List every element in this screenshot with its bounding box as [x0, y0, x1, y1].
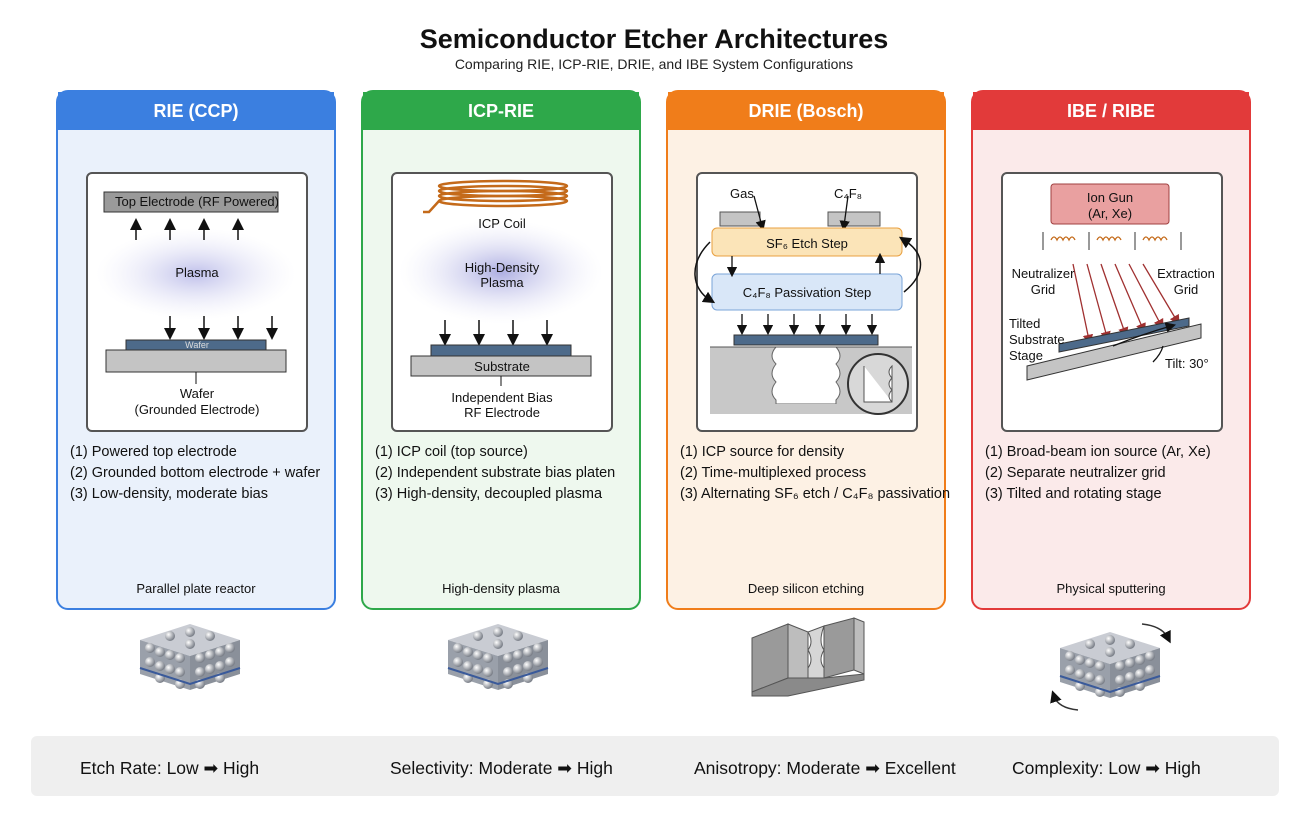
lattice-icon-rie: [130, 618, 250, 699]
coil-icon: [423, 179, 569, 214]
panel-icp-rie: ICP-RIE: [361, 90, 641, 610]
coil-label: ICP Coil: [478, 216, 526, 231]
c4f8-label: C₄F₈: [834, 186, 863, 201]
top-electrode-label: Top Electrode (RF Powered): [114, 194, 279, 209]
plasma-label: High-Density: [464, 260, 540, 275]
passivation-label: C₄F₈ Passivation Step: [742, 285, 872, 300]
metrics-bar: [31, 736, 1279, 796]
metric-anisotropy: Anisotropy: Moderate ➡ Excellent: [694, 758, 956, 778]
feature-item: (1) ICP coil (top source): [375, 444, 528, 460]
rotating-lattice-icon: [1050, 623, 1171, 711]
ibe-drawing: [1026, 183, 1202, 381]
plasma-label: Plasma: [175, 265, 219, 280]
panel-rie: RIE (CCP) Top Electrode (RF P: [56, 90, 336, 610]
panel-header: RIE (CCP): [58, 92, 334, 130]
ion-gun-label: Ion Gun: [1086, 190, 1134, 205]
rie-drawing: [96, 191, 296, 384]
deep-trench-icon: [751, 617, 865, 697]
plasma-label-2: Plasma: [480, 275, 524, 290]
feature-item: (1) Broad-beam ion source (Ar, Xe): [985, 444, 1211, 460]
feature-item: (3) Alternating SF₆ etch / C₄F₈ passivat…: [680, 486, 951, 502]
icp-diagram: ICP Coil High-Density Plasma Substrate I…: [391, 172, 613, 432]
ibe-features: (1) Broad-beam ion source (Ar, Xe) (2) S…: [985, 442, 1245, 505]
tilted-label: Tilted: [1009, 316, 1041, 331]
bias-label-2: RF Electrode: [464, 405, 540, 420]
ibe-diagram: Ion Gun (Ar, Xe) Neutralizer Grid Extrac…: [1001, 172, 1223, 432]
feature-item: (2) Time-multiplexed process: [680, 465, 867, 481]
neutralizer-label-2: Grid: [1030, 282, 1056, 297]
tilted-label-3: Stage: [1009, 348, 1043, 363]
feature-item: (3) Tilted and rotating stage: [985, 486, 1162, 502]
panel-ibe: IBE / RIBE: [971, 90, 1251, 610]
metric-selectivity: Selectivity: Moderate ➡ High: [390, 758, 613, 778]
lattice-cube-icon: [139, 624, 241, 690]
panel-footer: High-density plasma: [442, 581, 560, 596]
feature-item: (2) Grounded bottom electrode + wafer: [70, 465, 321, 481]
feature-item: (1) Powered top electrode: [70, 444, 237, 460]
substrate-label: Substrate: [474, 359, 530, 374]
panel-header: ICP-RIE: [363, 92, 639, 130]
gas-label: Gas: [730, 186, 754, 201]
feature-item: (2) Separate neutralizer grid: [985, 465, 1166, 481]
panel-drie: DRIE (Bosch): [666, 90, 951, 610]
panel-header: IBE / RIBE: [973, 92, 1249, 130]
extraction-label: Extraction: [1157, 266, 1215, 281]
panel-header: DRIE (Bosch): [668, 92, 944, 130]
rie-diagram: Top Electrode (RF Powered) Plasma Wafer …: [86, 172, 308, 432]
panel-footer: Parallel plate reactor: [136, 581, 256, 596]
tilted-label-2: Substrate: [1009, 332, 1065, 347]
wafer-tag: Wafer: [185, 340, 209, 350]
panel-footer: Physical sputtering: [1056, 581, 1166, 596]
lattice-icon-ibe: [1050, 618, 1171, 721]
ion-gun-label-2: (Ar, Xe): [1087, 206, 1133, 221]
feature-item: (2) Independent substrate bias platen: [375, 465, 616, 481]
lattice-icon-icp: [438, 618, 558, 699]
drie-features: (1) ICP source for density (2) Time-mult…: [680, 442, 951, 505]
panel-footer: Deep silicon etching: [747, 581, 865, 596]
drie-diagram: Gas C₄F₈ SF₆ Etch Step C₄F₈ Passivation …: [694, 172, 922, 432]
icp-features: (1) ICP coil (top source) (2) Independen…: [375, 442, 635, 505]
lattice-cube-icon: [447, 624, 549, 690]
rie-features: (1) Powered top electrode (2) Grounded b…: [70, 442, 330, 505]
etch-step-label: SF₆ Etch Step: [766, 236, 848, 251]
page-subtitle: Comparing RIE, ICP-RIE, DRIE, and IBE Sy…: [454, 56, 854, 72]
trench-icon-drie: [748, 617, 868, 703]
wafer-label-sub: (Grounded Electrode): [134, 402, 260, 417]
bias-label: Independent Bias: [451, 390, 553, 405]
page-title: Semiconductor Etcher Architectures: [419, 24, 889, 54]
icp-drawing: [399, 179, 603, 386]
feature-item: (1) ICP source for density: [680, 444, 845, 460]
filament-icon: [1050, 236, 1168, 242]
metric-complexity: Complexity: Low ➡ High: [1012, 758, 1201, 778]
metric-etch-rate: Etch Rate: Low ➡ High: [80, 758, 260, 778]
wafer-label: Wafer: [179, 386, 215, 401]
feature-item: (3) Low-density, moderate bias: [70, 486, 268, 502]
extraction-label-2: Grid: [1173, 282, 1199, 297]
feature-item: (3) High-density, decoupled plasma: [375, 486, 603, 502]
tilt-label: Tilt: 30°: [1165, 356, 1209, 371]
drie-drawing: [694, 195, 922, 415]
neutralizer-label: Neutralizer: [1011, 266, 1075, 281]
